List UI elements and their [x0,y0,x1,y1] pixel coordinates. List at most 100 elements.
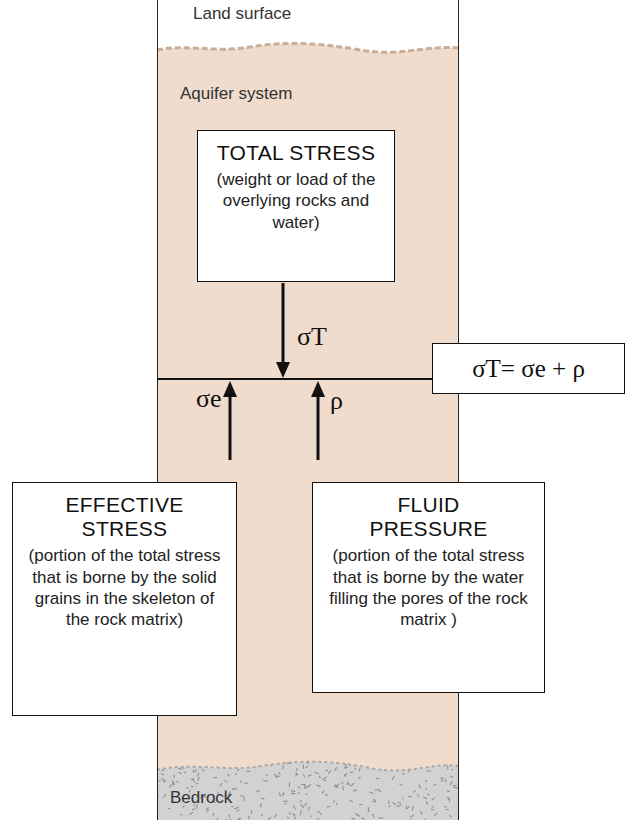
rock-speck [417,794,419,796]
rock-speck [317,811,319,812]
rock-speck [397,802,401,803]
box-heading: EFFECTIVE STRESS [50,493,200,541]
rock-speck [310,815,312,816]
rock-speck [419,785,421,789]
rock-speck [180,814,182,816]
rock-speck [414,759,419,760]
rock-speck [205,761,210,763]
equation-text: σT= σe + ρ [472,355,585,383]
rock-speck [449,798,450,802]
reference-plane [157,378,434,380]
rock-speck [392,776,394,780]
rock-speck [303,765,304,769]
rock-speck [178,768,182,769]
rock-speck [308,807,309,811]
rock-speck [163,780,166,782]
rock-speck [444,758,446,760]
rock-speck [357,758,358,761]
rock-speck [304,803,308,806]
rock-speck [440,777,444,778]
rock-speck [240,781,241,783]
rock-speck [427,770,431,772]
rock-speck [432,806,434,807]
rock-speck [372,814,374,818]
rock-speck [351,818,355,819]
rock-speck [289,782,291,787]
rock-speck [235,773,237,775]
rock-speck [213,813,214,817]
rock-speck [432,798,435,801]
rock-speck [319,812,322,815]
rock-speck [238,818,240,820]
rock-speck [451,776,453,778]
rock-speck [293,814,295,817]
rock-speck [328,770,331,774]
rock-speck [298,786,300,788]
stress-symbol: σT [297,322,327,352]
rock-speck [325,794,328,795]
rock-speck [285,803,287,805]
rock-speck [316,785,320,787]
rock-speck [191,786,194,787]
rock-speck [228,774,229,777]
rock-speck [379,817,383,818]
rock-speck [263,780,268,781]
rock-speck [396,760,397,763]
rock-speck [423,797,427,799]
rock-speck [326,770,329,771]
rock-speck [425,819,427,820]
rock-speck [446,809,449,811]
bedrock-fill [157,762,459,820]
rock-speck [224,780,226,782]
layer-label: Aquifer system [180,84,292,104]
rock-speck [161,774,164,775]
rock-speck [388,800,389,804]
rock-speck [345,764,347,766]
rock-speck [406,806,407,810]
rock-speck [322,779,326,781]
rock-speck [300,810,301,815]
rock-speck [306,766,309,768]
rock-speck [447,790,450,791]
rock-speck [301,804,304,808]
rock-speck [402,797,403,799]
rock-speck [262,759,265,762]
rock-speck [367,811,370,812]
rock-speck [217,818,218,820]
rock-speck [239,761,242,763]
rock-speck [197,775,198,777]
rock-speck [425,780,427,782]
rock-speck [376,778,379,779]
rock-speck [449,815,451,817]
rock-speck [260,803,262,807]
rock-speck [402,773,404,774]
rock-speck [370,759,373,760]
rock-speck [168,808,170,809]
stress-symbol: σe [196,384,222,414]
rock-speck [303,759,307,761]
rock-speck [425,788,427,790]
rock-speck [336,803,338,805]
rock-speck [412,806,413,811]
rock-speck [266,774,268,776]
rock-speck [358,777,360,779]
column-border [458,0,459,820]
rock-speck [159,780,160,782]
rock-speck [411,819,412,820]
rock-speck [295,817,296,819]
rock-speck [192,808,195,810]
rock-speck [293,805,295,809]
rock-speck [359,758,362,760]
rock-speck [447,797,449,800]
rock-speck [316,818,319,820]
rock-speck [399,784,402,786]
rock-speck [434,784,437,786]
rock-speck [261,814,263,816]
rock-speck [434,813,437,816]
rock-speck [291,790,295,791]
rock-speck [289,812,291,815]
stress-box: FLUID PRESSURE(portion of the total stre… [312,482,545,693]
rock-speck [426,801,428,805]
rock-speck [344,773,347,776]
rock-speck [198,772,199,774]
